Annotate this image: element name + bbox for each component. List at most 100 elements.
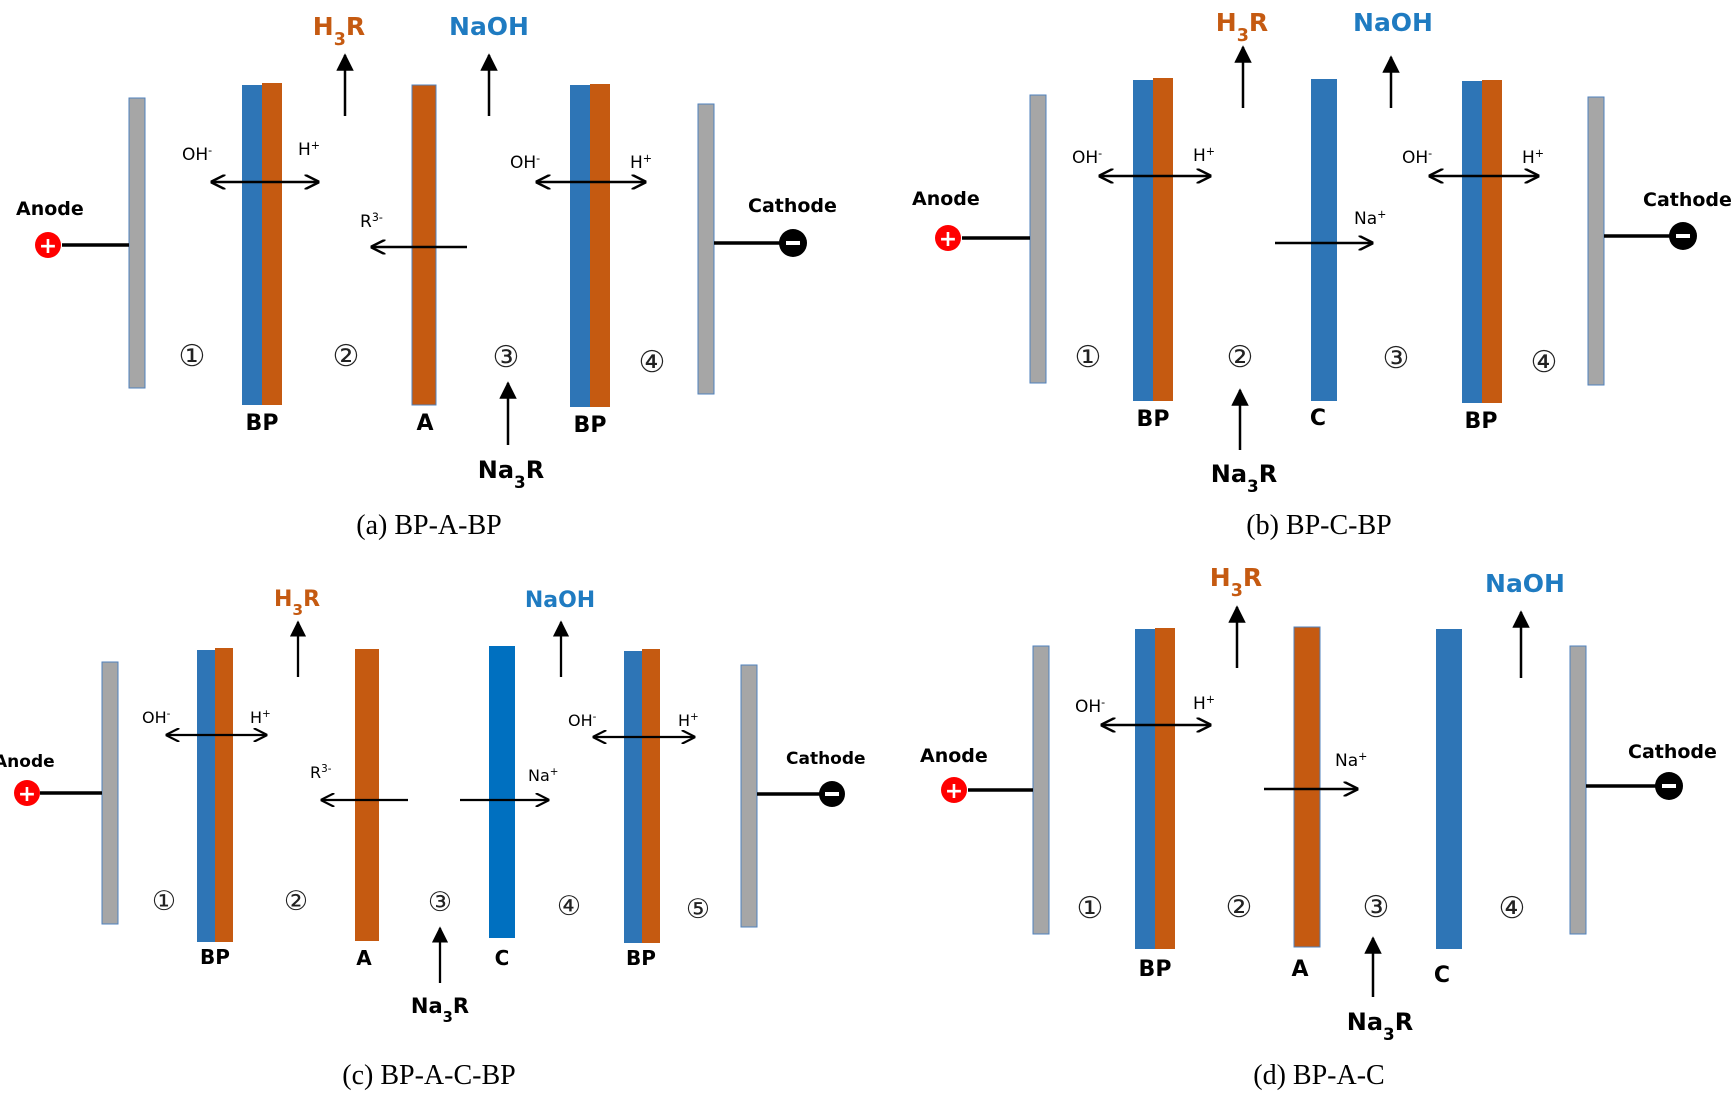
anode-label: Anode: [920, 745, 988, 767]
ion-label-na: Na+: [1354, 208, 1386, 230]
membrane-label: BP: [1465, 409, 1498, 434]
compartment-number: ②: [284, 886, 308, 917]
bipolar-membrane-cation-layer: [570, 85, 590, 407]
membrane-label: A: [356, 946, 372, 970]
cathode-label: Cathode: [748, 195, 837, 217]
bipolar-membrane-cation-layer: [1135, 629, 1155, 949]
bipolar-membrane-cation-layer: [197, 650, 215, 942]
cathode-electrode: [1569, 645, 1587, 935]
anode-label: Anode: [0, 752, 55, 772]
compartment-number: ①: [1075, 340, 1102, 375]
ion-label-h: H+: [250, 708, 271, 727]
cathode-electrode: [1587, 96, 1605, 386]
bipolar-membrane-anion-layer: [642, 649, 660, 943]
cathode-minus-sign: [786, 241, 800, 245]
membrane-label: BP: [200, 945, 230, 969]
compartment-number: ①: [1077, 891, 1104, 926]
compartment-number: ⑤: [686, 894, 710, 925]
acid-product-label: H3R: [1210, 563, 1262, 601]
membrane-label: BP: [246, 411, 279, 436]
compartment-number: ④: [1499, 891, 1526, 926]
panel-a: + Anode BP OH- H+ A R3- BP OH- H+ Cathod…: [16, 12, 837, 541]
panel-b: + Anode BP OH- H+ C Na+ BP OH- H+ Cathod…: [912, 8, 1732, 541]
bipolar-membrane-anion-layer: [215, 648, 233, 942]
anode-terminal: [14, 780, 40, 806]
ion-label-r: R3-: [360, 211, 383, 233]
base-product-label: NaOH: [449, 12, 529, 41]
cathode-label: Cathode: [786, 749, 866, 769]
anode-label: Anode: [912, 188, 980, 210]
anode-plus-sign: +: [939, 227, 957, 252]
compartment-number: ③: [1363, 890, 1390, 925]
compartment-number: ②: [1227, 340, 1254, 375]
anode-terminal: [935, 225, 961, 251]
ion-label-h: H+: [630, 152, 652, 174]
ion-label-r: R3-: [310, 763, 332, 782]
anode-terminal: [35, 232, 61, 258]
anode-electrode: [128, 97, 146, 389]
ion-label-oh: OH-: [1075, 696, 1105, 718]
cathode-label: Cathode: [1628, 741, 1717, 763]
ion-label-oh: OH-: [142, 708, 171, 727]
acid-product-label: H3R: [1216, 8, 1268, 46]
base-product-label: NaOH: [525, 588, 595, 613]
ion-label-oh: OH-: [182, 144, 212, 166]
membrane-label: BP: [1137, 407, 1170, 432]
base-product-label: NaOH: [1353, 8, 1433, 37]
compartment-number: ②: [1226, 890, 1253, 925]
acid-product-label: H3R: [313, 12, 365, 50]
cathode-minus-sign: [1676, 234, 1690, 238]
panel-d: + Anode BP OH- H+ A Na+ C Cathode H3R Na…: [920, 563, 1717, 1091]
anode-plus-sign: +: [18, 782, 36, 807]
anode-label: Anode: [16, 198, 84, 220]
ion-label-h: H+: [298, 139, 320, 161]
ion-label-na: Na+: [1335, 750, 1367, 772]
compartment-number: ④: [1531, 345, 1558, 380]
anion-membrane: [1293, 626, 1321, 948]
ion-label-h: H+: [1522, 147, 1544, 169]
ion-label-h: H+: [678, 711, 699, 730]
panel-caption: (d) BP-A-C: [1253, 1060, 1384, 1091]
feed-label: Na3R: [478, 456, 544, 492]
acid-product-label: H3R: [274, 587, 320, 619]
base-product-label: NaOH: [1485, 569, 1565, 598]
bipolar-membrane-cation-layer: [624, 651, 642, 943]
ion-label-h: H+: [1193, 145, 1215, 167]
anode-plus-sign: +: [39, 234, 57, 259]
cathode-minus-sign: [1662, 784, 1676, 788]
anode-electrode: [1032, 645, 1050, 935]
membrane-label: A: [1291, 957, 1308, 982]
compartment-number: ③: [428, 887, 452, 918]
compartment-number: ②: [333, 339, 360, 374]
anode-plus-sign: +: [945, 779, 963, 804]
cation-membrane: [489, 646, 515, 938]
cation-membrane: [1311, 79, 1337, 401]
cathode-electrode: [697, 103, 715, 395]
ion-label-oh: OH-: [1402, 147, 1432, 169]
bipolar-membrane-cation-layer: [1462, 81, 1482, 403]
cathode-electrode: [740, 664, 758, 928]
membrane-label: BP: [574, 413, 607, 438]
cation-membrane: [1436, 629, 1462, 949]
panel-c: + Anode BP OH- H+ A R3- C Na+ BP OH- H+ …: [0, 587, 866, 1091]
compartment-number: ④: [639, 345, 666, 380]
compartment-number: ③: [493, 340, 520, 375]
membrane-label: A: [416, 411, 433, 436]
bipolar-membrane-anion-layer: [590, 84, 610, 407]
compartment-number: ③: [1383, 341, 1410, 376]
bipolar-membrane-cation-layer: [242, 85, 262, 405]
ion-label-oh: OH-: [1072, 147, 1102, 169]
ion-label-na: Na+: [528, 766, 559, 785]
bipolar-membrane-anion-layer: [1155, 628, 1175, 949]
compartment-number: ①: [152, 886, 176, 917]
membrane-label: C: [495, 946, 510, 970]
ion-label-oh: OH-: [510, 152, 540, 174]
feed-label: Na3R: [1211, 460, 1277, 496]
bipolar-membrane-cation-layer: [1133, 80, 1153, 401]
ion-label-oh: OH-: [568, 711, 597, 730]
anode-terminal: [941, 777, 967, 803]
anion-membrane: [411, 84, 437, 406]
bipolar-membrane-anion-layer: [262, 83, 282, 405]
